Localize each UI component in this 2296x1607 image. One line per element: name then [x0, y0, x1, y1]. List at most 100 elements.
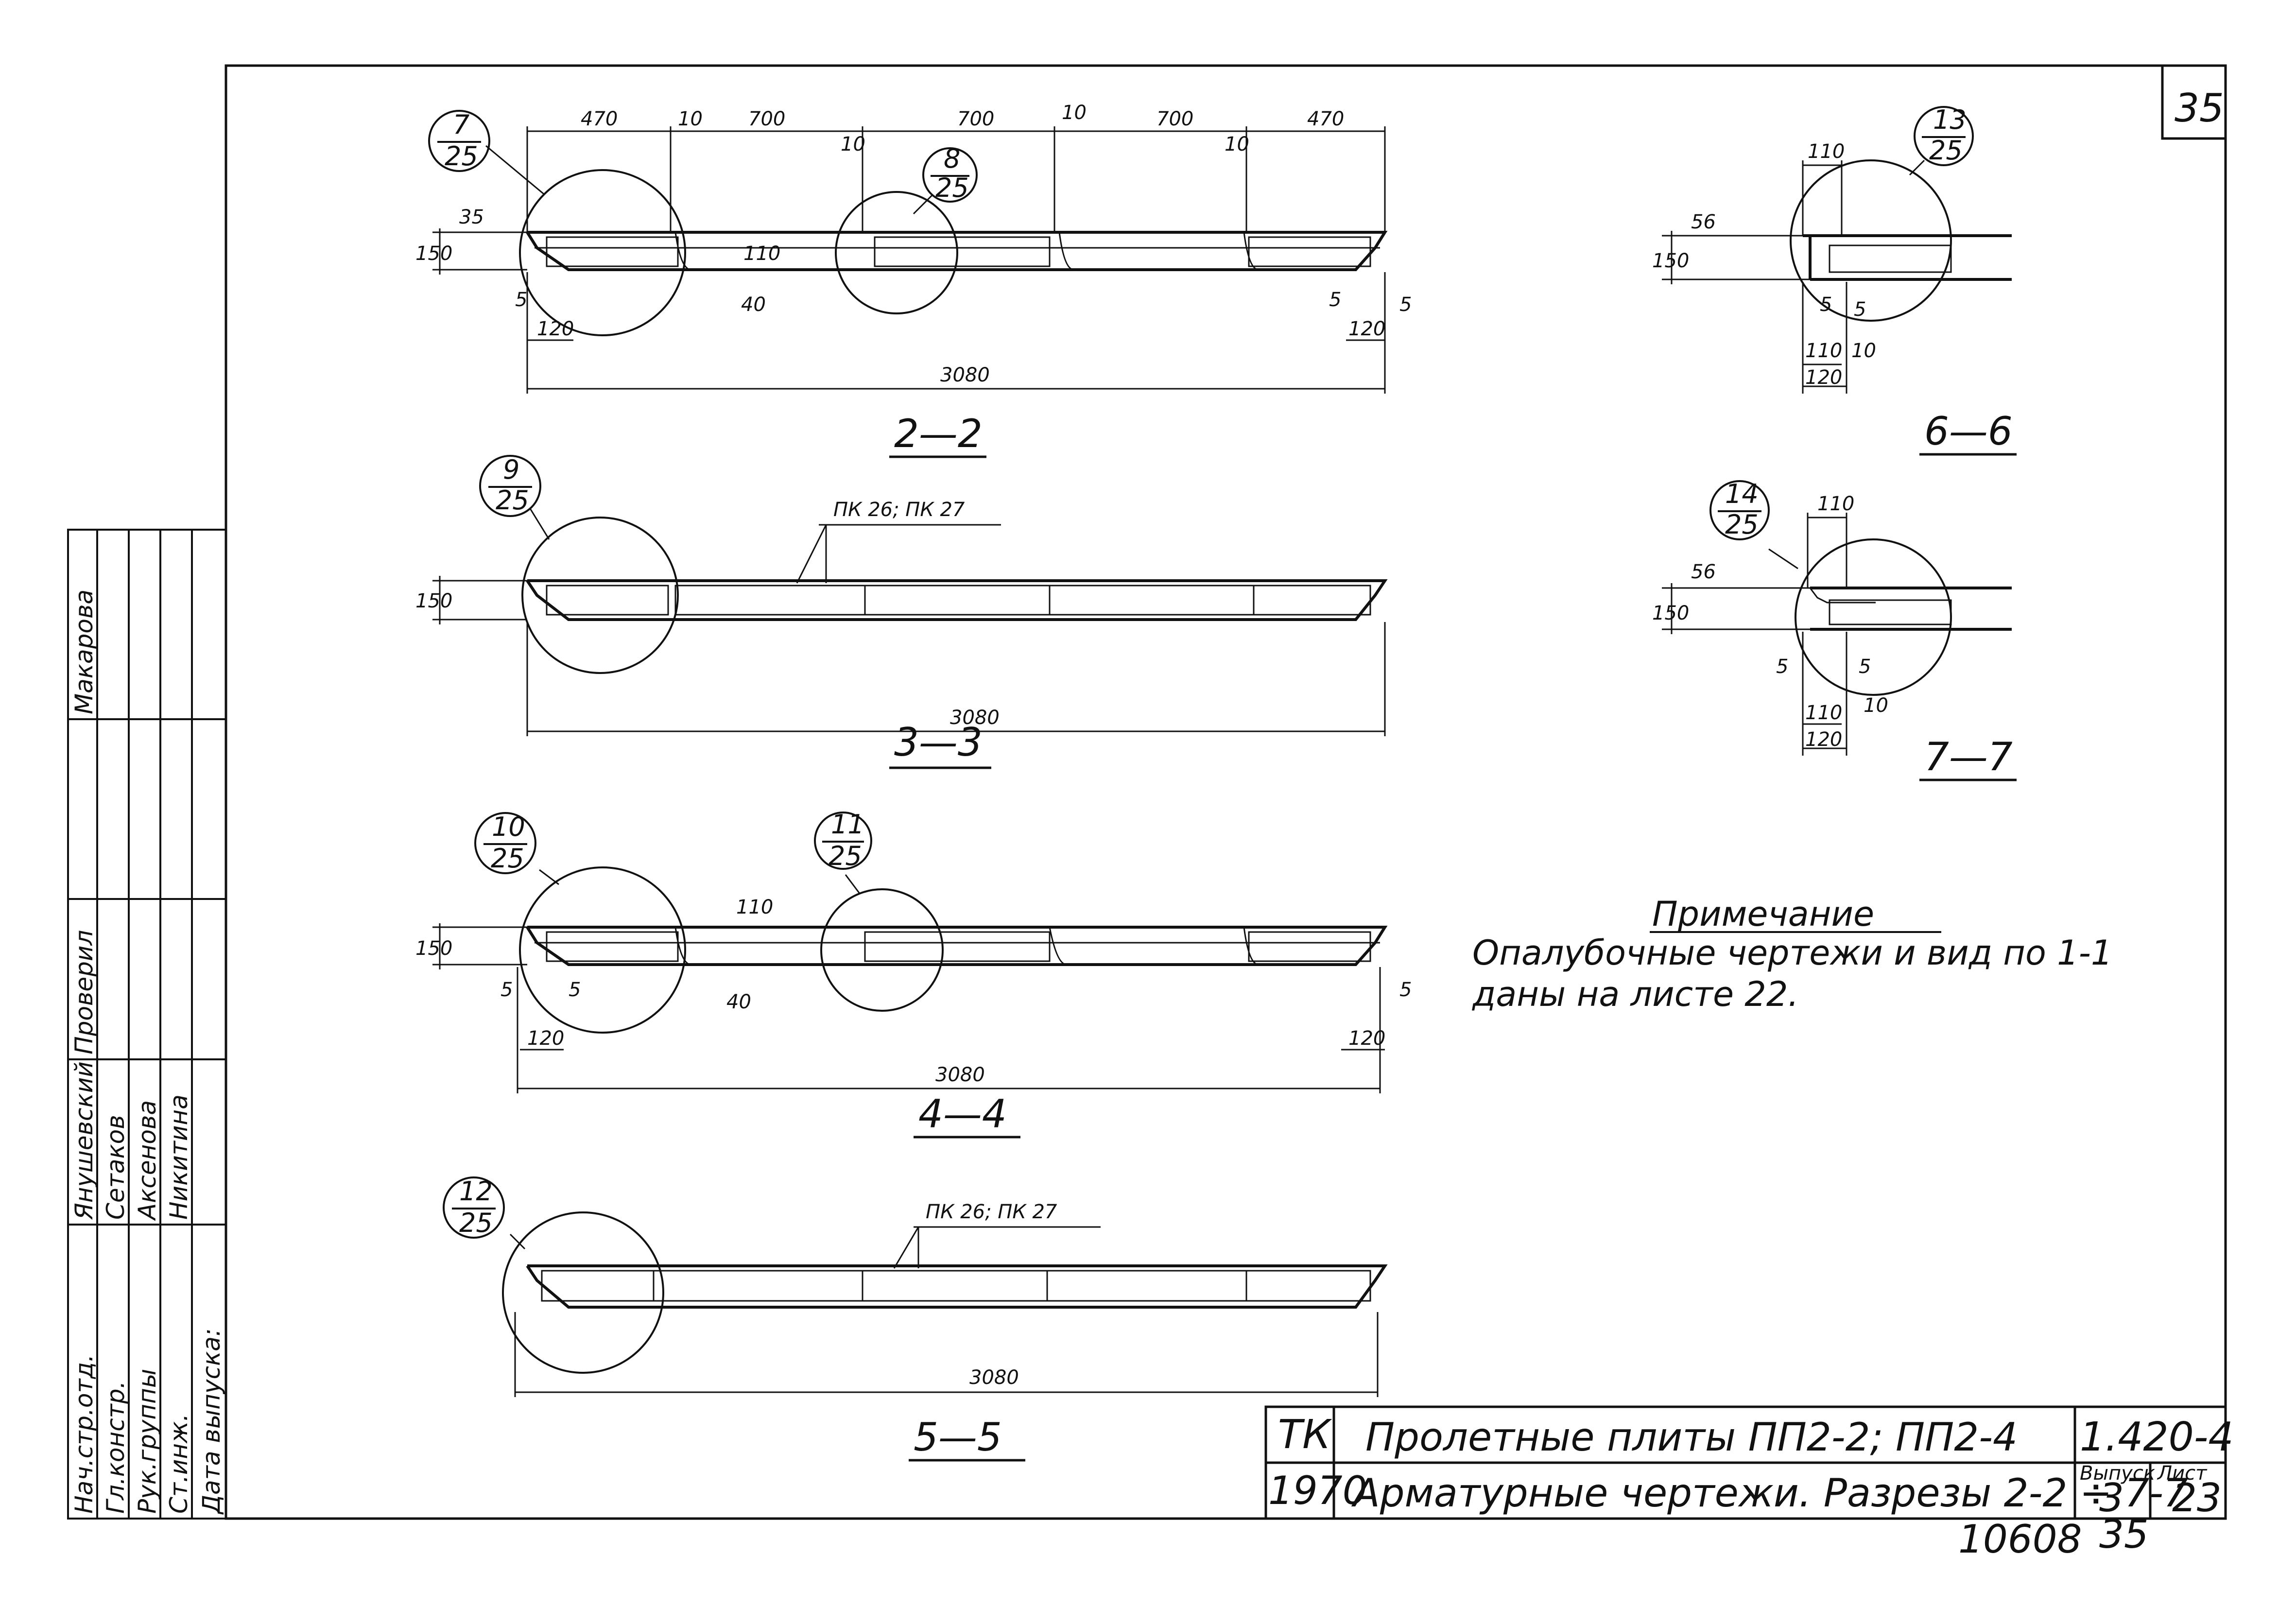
dim-120-right: 120	[1348, 318, 1385, 340]
section-label-2-2: 2—2	[894, 411, 983, 456]
stamp-name-0: Янушевский	[70, 1061, 98, 1220]
title-sheet-number: 23	[2172, 1475, 2222, 1521]
callout-8-number: 8	[944, 143, 960, 174]
side-stamp-text: Нач.стр.отд. Гл.констр. Рук.группы Ст.ин…	[70, 589, 225, 1515]
dim-120-4-4-left: 120	[527, 1027, 564, 1050]
dim-110-4-4: 110	[736, 896, 773, 918]
section-label-7-7: 7—7	[1924, 734, 2013, 779]
dim-700-b: 700	[957, 108, 994, 130]
dim-total-3080-5-5: 3080	[969, 1366, 1019, 1389]
dim-5-6-6-b: 5	[1854, 298, 1866, 321]
note-title: Примечание	[1652, 894, 1874, 934]
title-line-2: Арматурные чертежи. Разрезы 2-2 ÷ 7-7	[1351, 1470, 2188, 1516]
dim-5-right: 5	[1329, 289, 1341, 311]
callout-7-number: 7	[453, 109, 469, 140]
side-stamp	[67, 529, 227, 1520]
dim-5-right-outer: 5	[1399, 294, 1412, 316]
stamp-checked-label: Проверил	[70, 930, 98, 1054]
dim-120-7-7: 120	[1805, 728, 1842, 751]
stamp-role-2: Рук.группы	[133, 1369, 161, 1514]
page-number: 35	[2175, 86, 2224, 131]
dim-height-150-4-4: 150	[415, 937, 452, 960]
title-block	[1264, 1405, 2227, 1520]
section-label-5-5: 5—5	[914, 1415, 1002, 1460]
dim-5-7-7-a: 5	[1776, 656, 1788, 678]
dim-10-a: 10	[678, 108, 703, 130]
callout-9-sheet: 25	[496, 485, 529, 516]
title-issue: 3	[2099, 1475, 2124, 1521]
section-2-2-callouts	[428, 110, 978, 203]
dim-total-3080-4-4: 3080	[935, 1064, 985, 1086]
dim-470-right: 470	[1307, 108, 1344, 130]
callout-12-sheet: 25	[459, 1208, 493, 1238]
dim-120-left: 120	[537, 318, 574, 340]
footer-page: 35	[2099, 1512, 2149, 1557]
callout-13-number: 13	[1933, 104, 1967, 135]
section-4-4	[432, 812, 1388, 1093]
dim-10-c: 10	[1225, 133, 1249, 156]
callout-13-sheet: 25	[1929, 135, 1963, 166]
dim-5-7-7-b: 5	[1859, 656, 1871, 678]
dim-110-7-7: 110	[1805, 702, 1842, 724]
dim-10-b: 10	[1062, 102, 1087, 124]
dim-40-4-4: 40	[726, 991, 751, 1013]
dim-110: 110	[743, 242, 780, 265]
tag-pk-3-3: ПК 26; ПК 27	[833, 499, 965, 521]
dim-700-a: 700	[748, 108, 785, 130]
section-label-3-3: 3—3	[894, 720, 983, 765]
dim-120-4-4-right: 120	[1348, 1027, 1385, 1050]
section-3-3	[432, 455, 1388, 736]
stamp-checked-name: Макарова	[70, 589, 98, 714]
callout-7-sheet: 25	[445, 141, 478, 172]
dim-110-7-7-top: 110	[1817, 493, 1854, 515]
section-label-6-6: 6—6	[1924, 409, 2013, 454]
dim-height-150: 150	[415, 242, 452, 265]
callout-14-number: 14	[1725, 479, 1759, 509]
title-issue-label: Выпуск	[2080, 1462, 2155, 1485]
callout-14-sheet: 25	[1725, 509, 1759, 540]
note-line-1: Опалубочные чертежи и вид по 1-1	[1472, 933, 2112, 973]
stamp-name-2: Аксенова	[133, 1100, 161, 1221]
callout-11-number: 11	[831, 809, 864, 840]
section-label-4-4: 4—4	[918, 1091, 1007, 1137]
dim-10-7-7: 10	[1864, 694, 1888, 717]
callout-12-number: 12	[459, 1176, 493, 1207]
dim-56-7-7: 56	[1691, 561, 1716, 583]
dim-470-left: 470	[581, 108, 618, 130]
dim-56-6-6: 56	[1691, 211, 1716, 233]
dim-total-3080: 3080	[940, 364, 990, 386]
callout-10-sheet: 25	[491, 843, 524, 874]
callout-10-number: 10	[492, 812, 525, 842]
page-number-box	[2161, 64, 2227, 140]
dim-height-150-7-7: 150	[1652, 602, 1689, 624]
dim-5-6-6-a: 5	[1820, 294, 1832, 316]
dim-height-150-3-3: 150	[415, 590, 452, 612]
dim-5-4-4-a: 5	[501, 979, 513, 1001]
section-5-5	[443, 1176, 1388, 1397]
callout-8-sheet: 25	[935, 173, 969, 203]
dim-120-6-6: 120	[1805, 366, 1842, 389]
dim-35: 35	[459, 206, 484, 228]
title-year: 1970	[1268, 1468, 1367, 1513]
stamp-role-0: Нач.стр.отд.	[70, 1354, 98, 1514]
callout-11-sheet: 25	[829, 841, 862, 871]
callout-9-number: 9	[503, 454, 519, 485]
dim-110-6-6: 110	[1805, 340, 1842, 362]
dim-10-6-6: 10	[1851, 340, 1876, 362]
dim-total-3080-3-3: 3080	[950, 707, 1000, 729]
stamp-role-1: Гл.констр.	[102, 1381, 130, 1514]
dim-10-d: 10	[841, 133, 865, 156]
dim-40: 40	[741, 294, 766, 316]
title-org: ТК	[1278, 1412, 1332, 1458]
title-sheet-label: Лист	[2157, 1462, 2208, 1485]
stamp-name-1: Сетаков	[102, 1115, 130, 1220]
section-7-7	[1662, 480, 2012, 756]
dim-700-c: 700	[1157, 108, 1193, 130]
dim-5-left: 5	[515, 289, 527, 311]
title-code: 1.420-4	[2080, 1414, 2234, 1460]
note-line-2: даны на листе 22.	[1472, 974, 1799, 1014]
dim-height-150-6-6: 150	[1652, 250, 1689, 272]
section-2-2	[432, 126, 1388, 394]
dim-5-4-4-b: 5	[569, 979, 581, 1001]
